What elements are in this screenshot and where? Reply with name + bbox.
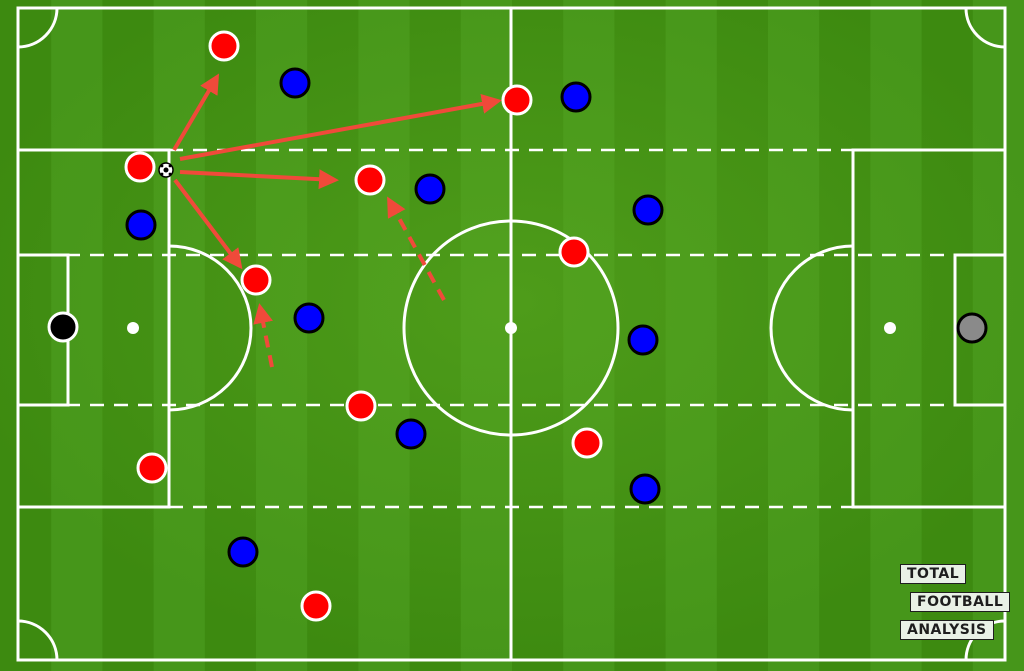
pass-arrow-3: [179, 169, 339, 190]
pass-arrow-2: [179, 94, 502, 161]
run-arrow-2: [253, 303, 274, 368]
football-icon: [158, 162, 174, 178]
corner-arc-top-right: [964, 7, 1006, 49]
blue-player: [227, 536, 259, 568]
pass-arrow-1: [172, 73, 220, 152]
blue-player: [279, 67, 311, 99]
run-arrows: [253, 196, 446, 368]
blue-player: [560, 81, 592, 113]
corner-arc-bottom-left: [17, 619, 59, 661]
red-player: [240, 264, 272, 296]
blue-player: [629, 473, 661, 505]
pass-arrows: [172, 73, 502, 270]
right-penalty-spot: [884, 322, 896, 334]
blue-player: [414, 173, 446, 205]
blue-player: [632, 194, 664, 226]
zone-lines: [18, 148, 1005, 509]
red-player: [354, 164, 386, 196]
logo-line-football: FOOTBALL: [910, 592, 1011, 612]
red-team: [124, 30, 603, 622]
left-penalty-spot: [127, 322, 139, 334]
center-circle: [402, 219, 620, 437]
red-player: [136, 452, 168, 484]
center-spot: [505, 322, 517, 334]
goalkeeper-left: [47, 311, 79, 343]
red-player: [558, 236, 590, 268]
red-player: [571, 427, 603, 459]
red-player: [300, 590, 332, 622]
logo-line-total: TOTAL: [900, 564, 967, 584]
goalkeeper-right: [956, 312, 988, 344]
logo-line-analysis: ANALYSIS: [900, 620, 994, 640]
red-player: [345, 390, 377, 422]
blue-player: [395, 418, 427, 450]
pitch-spots: [127, 322, 896, 334]
blue-player: [293, 302, 325, 334]
red-player: [208, 30, 240, 62]
corner-arc-top-left: [17, 7, 59, 49]
pass-arrow-4: [173, 178, 243, 270]
blue-player: [627, 324, 659, 356]
blue-player: [125, 209, 157, 241]
left-penalty-arc: [168, 244, 253, 412]
red-player: [124, 151, 156, 183]
blue-team: [125, 67, 664, 568]
red-player: [501, 84, 533, 116]
